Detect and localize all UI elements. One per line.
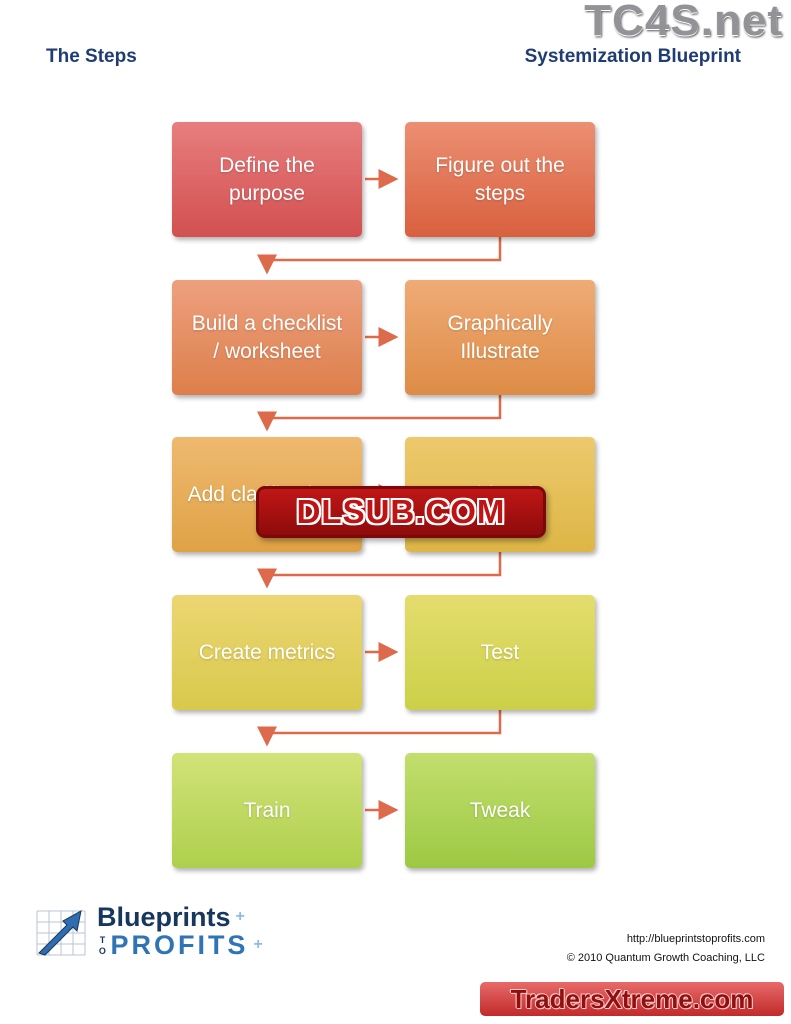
elbow-connector-icon bbox=[257, 237, 502, 275]
footer-url: http://blueprintstoprofits.com bbox=[626, 933, 765, 945]
logo-word-to: TO bbox=[97, 934, 108, 957]
flow-box-tweak: Tweak bbox=[405, 753, 595, 868]
flow-box-create-metrics: Create metrics bbox=[172, 595, 362, 710]
elbow-connector-icon bbox=[257, 710, 502, 747]
flow-box-define-purpose: Define the purpose bbox=[172, 122, 362, 237]
top-watermark: TC4S.net bbox=[584, 0, 783, 45]
flow-box-test: Test bbox=[405, 595, 595, 710]
page-title-right: Systemization Blueprint bbox=[524, 46, 741, 67]
logo-word-blueprints: Blueprints bbox=[97, 902, 231, 932]
blueprints-to-profits-logo: Blueprints + TO PROFITS + bbox=[33, 903, 263, 960]
flow-box-graphically: Graphically Illustrate bbox=[405, 280, 595, 395]
logo-word-profits: PROFITS bbox=[110, 930, 249, 961]
plus-mark-icon: + bbox=[253, 936, 263, 954]
footer-copyright: © 2010 Quantum Growth Coaching, LLC bbox=[566, 952, 765, 964]
page-title-left: The Steps bbox=[46, 46, 137, 67]
center-watermark-text: DLSUB.COM bbox=[296, 493, 506, 530]
elbow-connector-icon bbox=[257, 552, 502, 589]
chart-arrow-logo-icon bbox=[36, 910, 86, 956]
flow-box-train: Train bbox=[172, 753, 362, 868]
flow-box-figure-steps: Figure out the steps bbox=[405, 122, 595, 237]
bottom-watermark-banner: TradersXtreme.com bbox=[480, 982, 784, 1016]
bottom-watermark-text: TradersXtreme.com bbox=[510, 983, 754, 1014]
plus-mark-icon: + bbox=[235, 907, 245, 925]
flow-box-build-checklist: Build a checklist / worksheet bbox=[172, 280, 362, 395]
center-watermark-banner: DLSUB.COM bbox=[256, 486, 546, 538]
logo-text: Blueprints + TO PROFITS + bbox=[97, 903, 263, 960]
elbow-connector-icon bbox=[257, 395, 502, 432]
